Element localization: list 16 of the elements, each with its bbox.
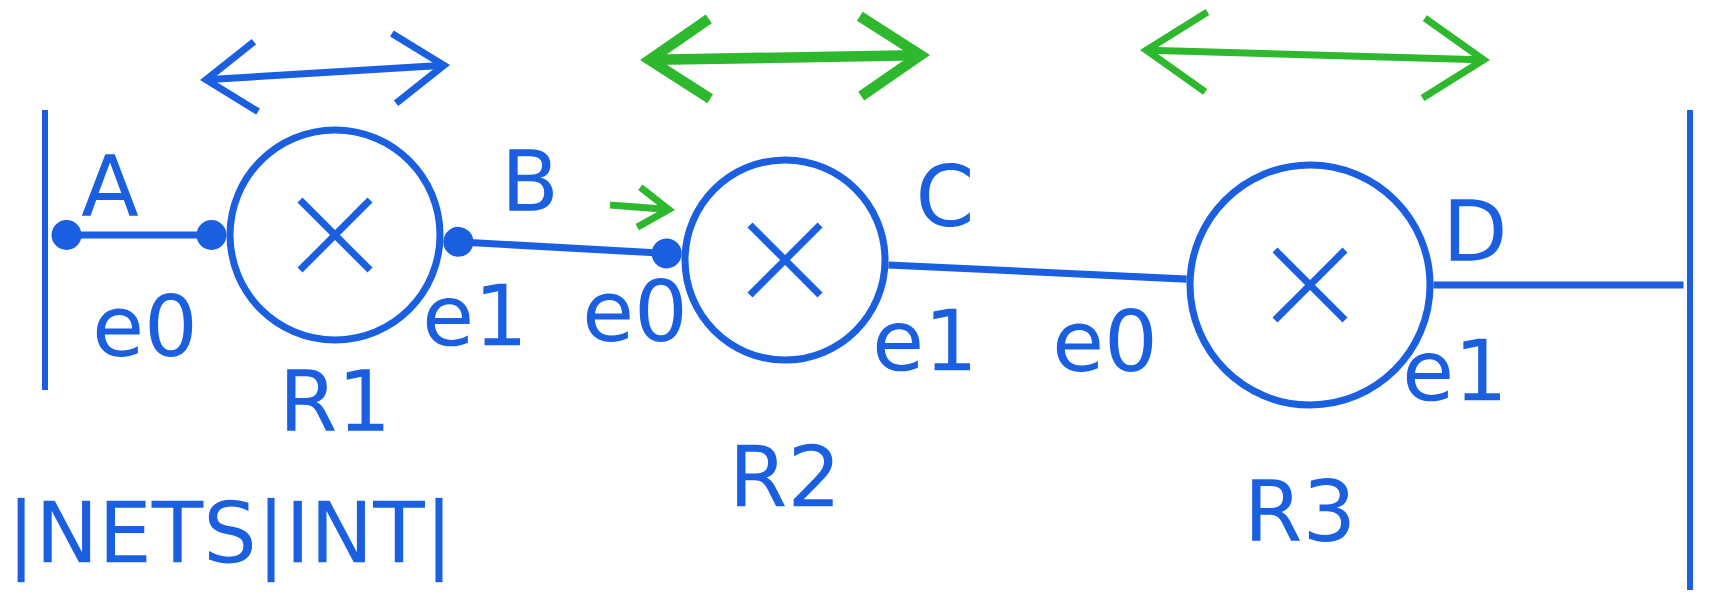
- link-line: [51, 220, 227, 250]
- port-label: e1: [426, 283, 520, 347]
- port-label: |NETS|INT|: [17, 497, 443, 583]
- edge-label: A: [77, 150, 143, 220]
- port-label: e1: [1406, 338, 1500, 402]
- router-label: R2: [737, 443, 833, 507]
- port-label: e1: [876, 308, 970, 372]
- port-label: e0: [586, 278, 683, 342]
- port-label: e0: [1056, 308, 1153, 372]
- router-label: R3: [1252, 478, 1350, 542]
- port-label: e0: [96, 293, 193, 357]
- edge-label: B: [497, 145, 563, 215]
- edge-label: D: [1439, 195, 1511, 265]
- router-label: R1: [287, 369, 384, 431]
- link-line: [443, 226, 682, 269]
- edge-label: C: [912, 159, 978, 231]
